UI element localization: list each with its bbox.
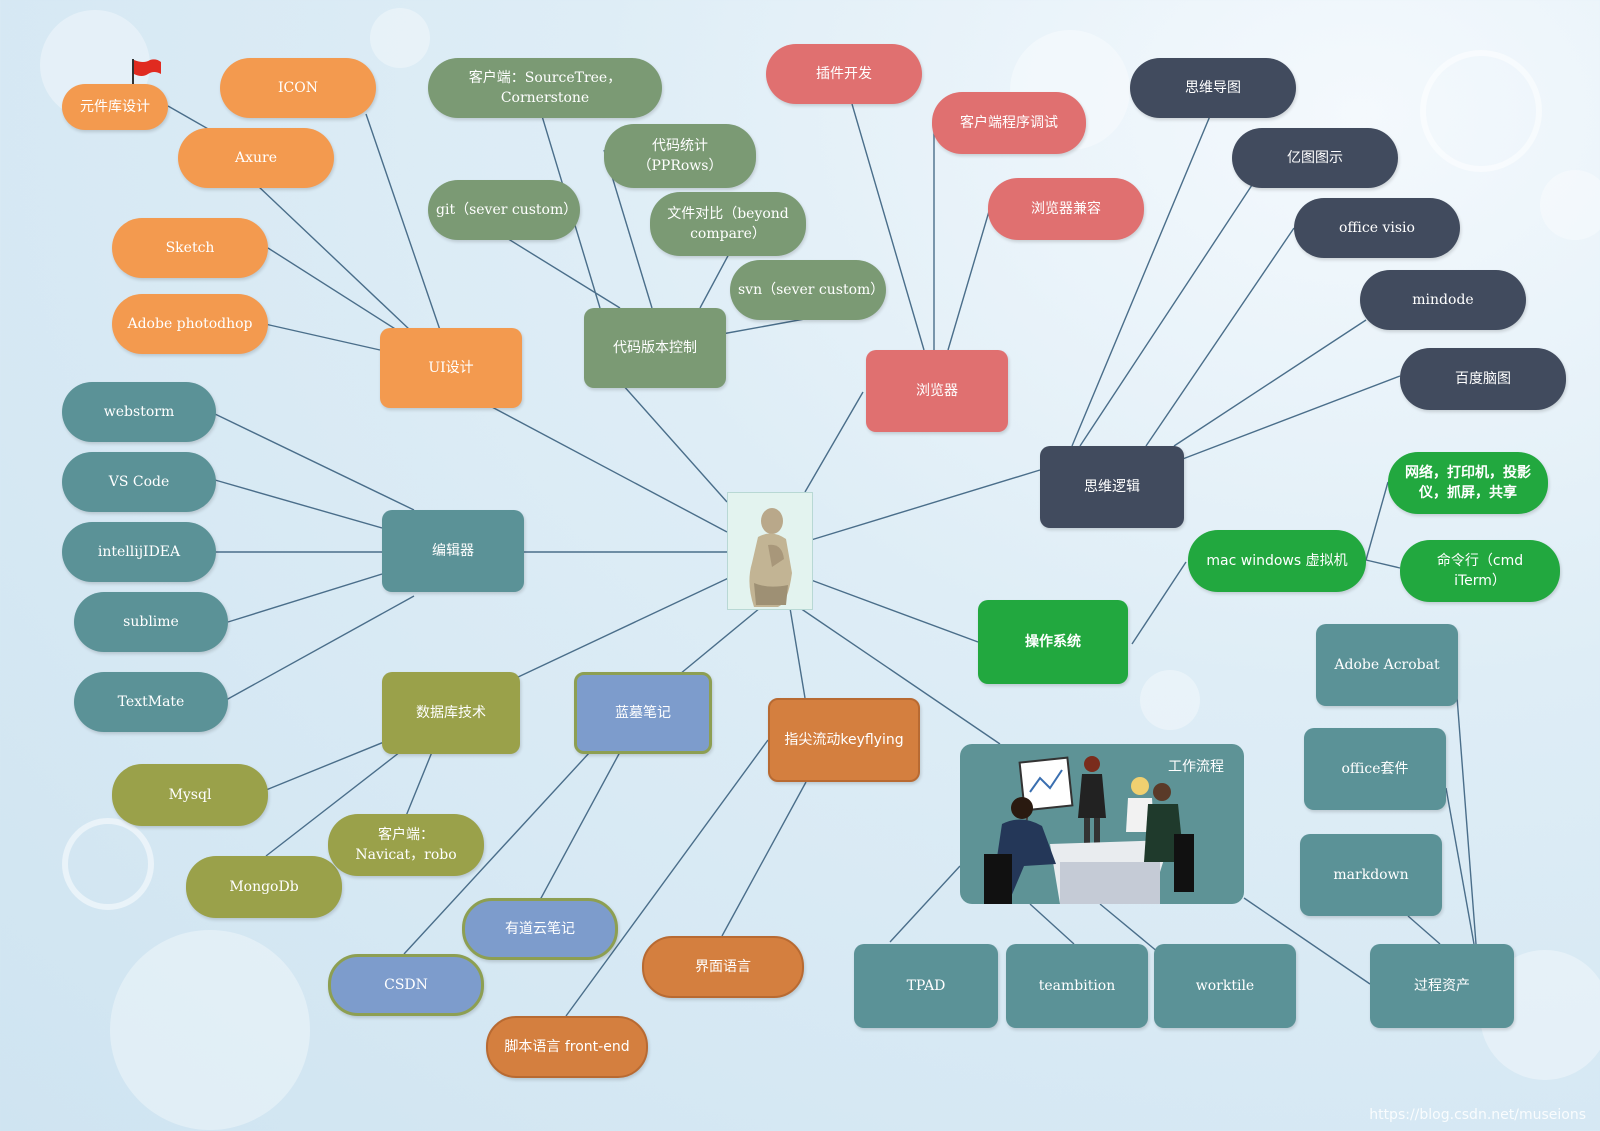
- node-mongodb[interactable]: MongoDb: [186, 856, 342, 918]
- node-csdn[interactable]: CSDN: [328, 954, 484, 1016]
- node-browser-compat[interactable]: 浏览器兼容: [988, 178, 1144, 240]
- node-photoshop[interactable]: Adobe photodhop: [112, 294, 268, 354]
- node-file-compare[interactable]: 文件对比（beyond compare）: [650, 192, 806, 256]
- watermark: https://blog.csdn.net/museions: [1369, 1107, 1586, 1123]
- bg-ring: [1420, 50, 1542, 172]
- node-network[interactable]: 网络，打印机，投影仪，抓屏，共享: [1388, 452, 1548, 514]
- node-worktile[interactable]: worktile: [1154, 944, 1296, 1028]
- bg-bubble: [1140, 670, 1200, 730]
- node-database[interactable]: 数据库技术: [382, 672, 520, 754]
- node-svn[interactable]: svn（sever custom）: [730, 260, 886, 320]
- node-intellij[interactable]: intellijIDEA: [62, 522, 216, 582]
- node-teambition[interactable]: teambition: [1006, 944, 1148, 1028]
- bg-bubble: [110, 930, 310, 1130]
- flag-icon: [130, 58, 164, 86]
- meeting-illustration: [984, 756, 1194, 904]
- node-db-client[interactable]: 客户端：Navicat，robo: [328, 814, 484, 876]
- node-client-debug[interactable]: 客户端程序调试: [932, 92, 1086, 154]
- node-mysql[interactable]: Mysql: [112, 764, 268, 826]
- node-edraw[interactable]: 亿图图示: [1232, 128, 1398, 188]
- node-os[interactable]: 操作系统: [978, 600, 1128, 684]
- node-mind-map[interactable]: 思维导图: [1130, 58, 1296, 118]
- node-sketch[interactable]: Sketch: [112, 218, 268, 278]
- node-component-lib[interactable]: 元件库设计: [62, 84, 168, 130]
- node-tpad[interactable]: TPAD: [854, 944, 998, 1028]
- node-keyflying[interactable]: 指尖流动keyflying: [768, 698, 920, 782]
- node-youdao[interactable]: 有道云笔记: [462, 898, 618, 960]
- node-ui-design[interactable]: UI设计: [380, 328, 522, 408]
- node-baidu-naotu[interactable]: 百度脑图: [1400, 348, 1566, 410]
- statue-image: [727, 492, 813, 610]
- node-mindode[interactable]: mindode: [1360, 270, 1526, 330]
- node-webstorm[interactable]: webstorm: [62, 382, 216, 442]
- node-git[interactable]: git（sever custom）: [428, 180, 580, 240]
- node-sublime[interactable]: sublime: [74, 592, 228, 652]
- node-axure[interactable]: Axure: [178, 128, 334, 188]
- node-script-lang[interactable]: 脚本语言 front-end: [486, 1016, 648, 1078]
- node-vscode[interactable]: VS Code: [62, 452, 216, 512]
- node-plugin-dev[interactable]: 插件开发: [766, 44, 922, 104]
- node-cmd[interactable]: 命令行（cmd iTerm）: [1400, 540, 1560, 602]
- node-office-suite[interactable]: office套件: [1304, 728, 1446, 810]
- node-ui-lang[interactable]: 界面语言: [642, 936, 804, 998]
- node-mind-logic[interactable]: 思维逻辑: [1040, 446, 1184, 528]
- node-acrobat[interactable]: Adobe Acrobat: [1316, 624, 1458, 706]
- node-textmate[interactable]: TextMate: [74, 672, 228, 732]
- node-editor[interactable]: 编辑器: [382, 510, 524, 592]
- node-markdown[interactable]: markdown: [1300, 834, 1442, 916]
- node-vcs[interactable]: 代码版本控制: [584, 308, 726, 388]
- bg-ring: [62, 818, 154, 910]
- statue-illustration: [749, 508, 792, 607]
- node-icon[interactable]: ICON: [220, 58, 376, 118]
- node-vm[interactable]: mac windows 虚拟机: [1188, 530, 1366, 592]
- bg-bubble: [1540, 170, 1600, 240]
- node-process-assets[interactable]: 过程资产: [1370, 944, 1514, 1028]
- workflow-label: 工作流程: [1168, 759, 1224, 775]
- node-browser[interactable]: 浏览器: [866, 350, 1008, 432]
- bg-bubble: [370, 8, 430, 68]
- node-workflow[interactable]: 工作流程: [960, 744, 1244, 904]
- node-office-visio[interactable]: office visio: [1294, 198, 1460, 258]
- node-code-stats[interactable]: 代码统计（PPRows）: [604, 124, 756, 188]
- node-vcs-client[interactable]: 客户端：SourceTree，Cornerstone: [428, 58, 662, 118]
- node-notes[interactable]: 蓝墓笔记: [574, 672, 712, 754]
